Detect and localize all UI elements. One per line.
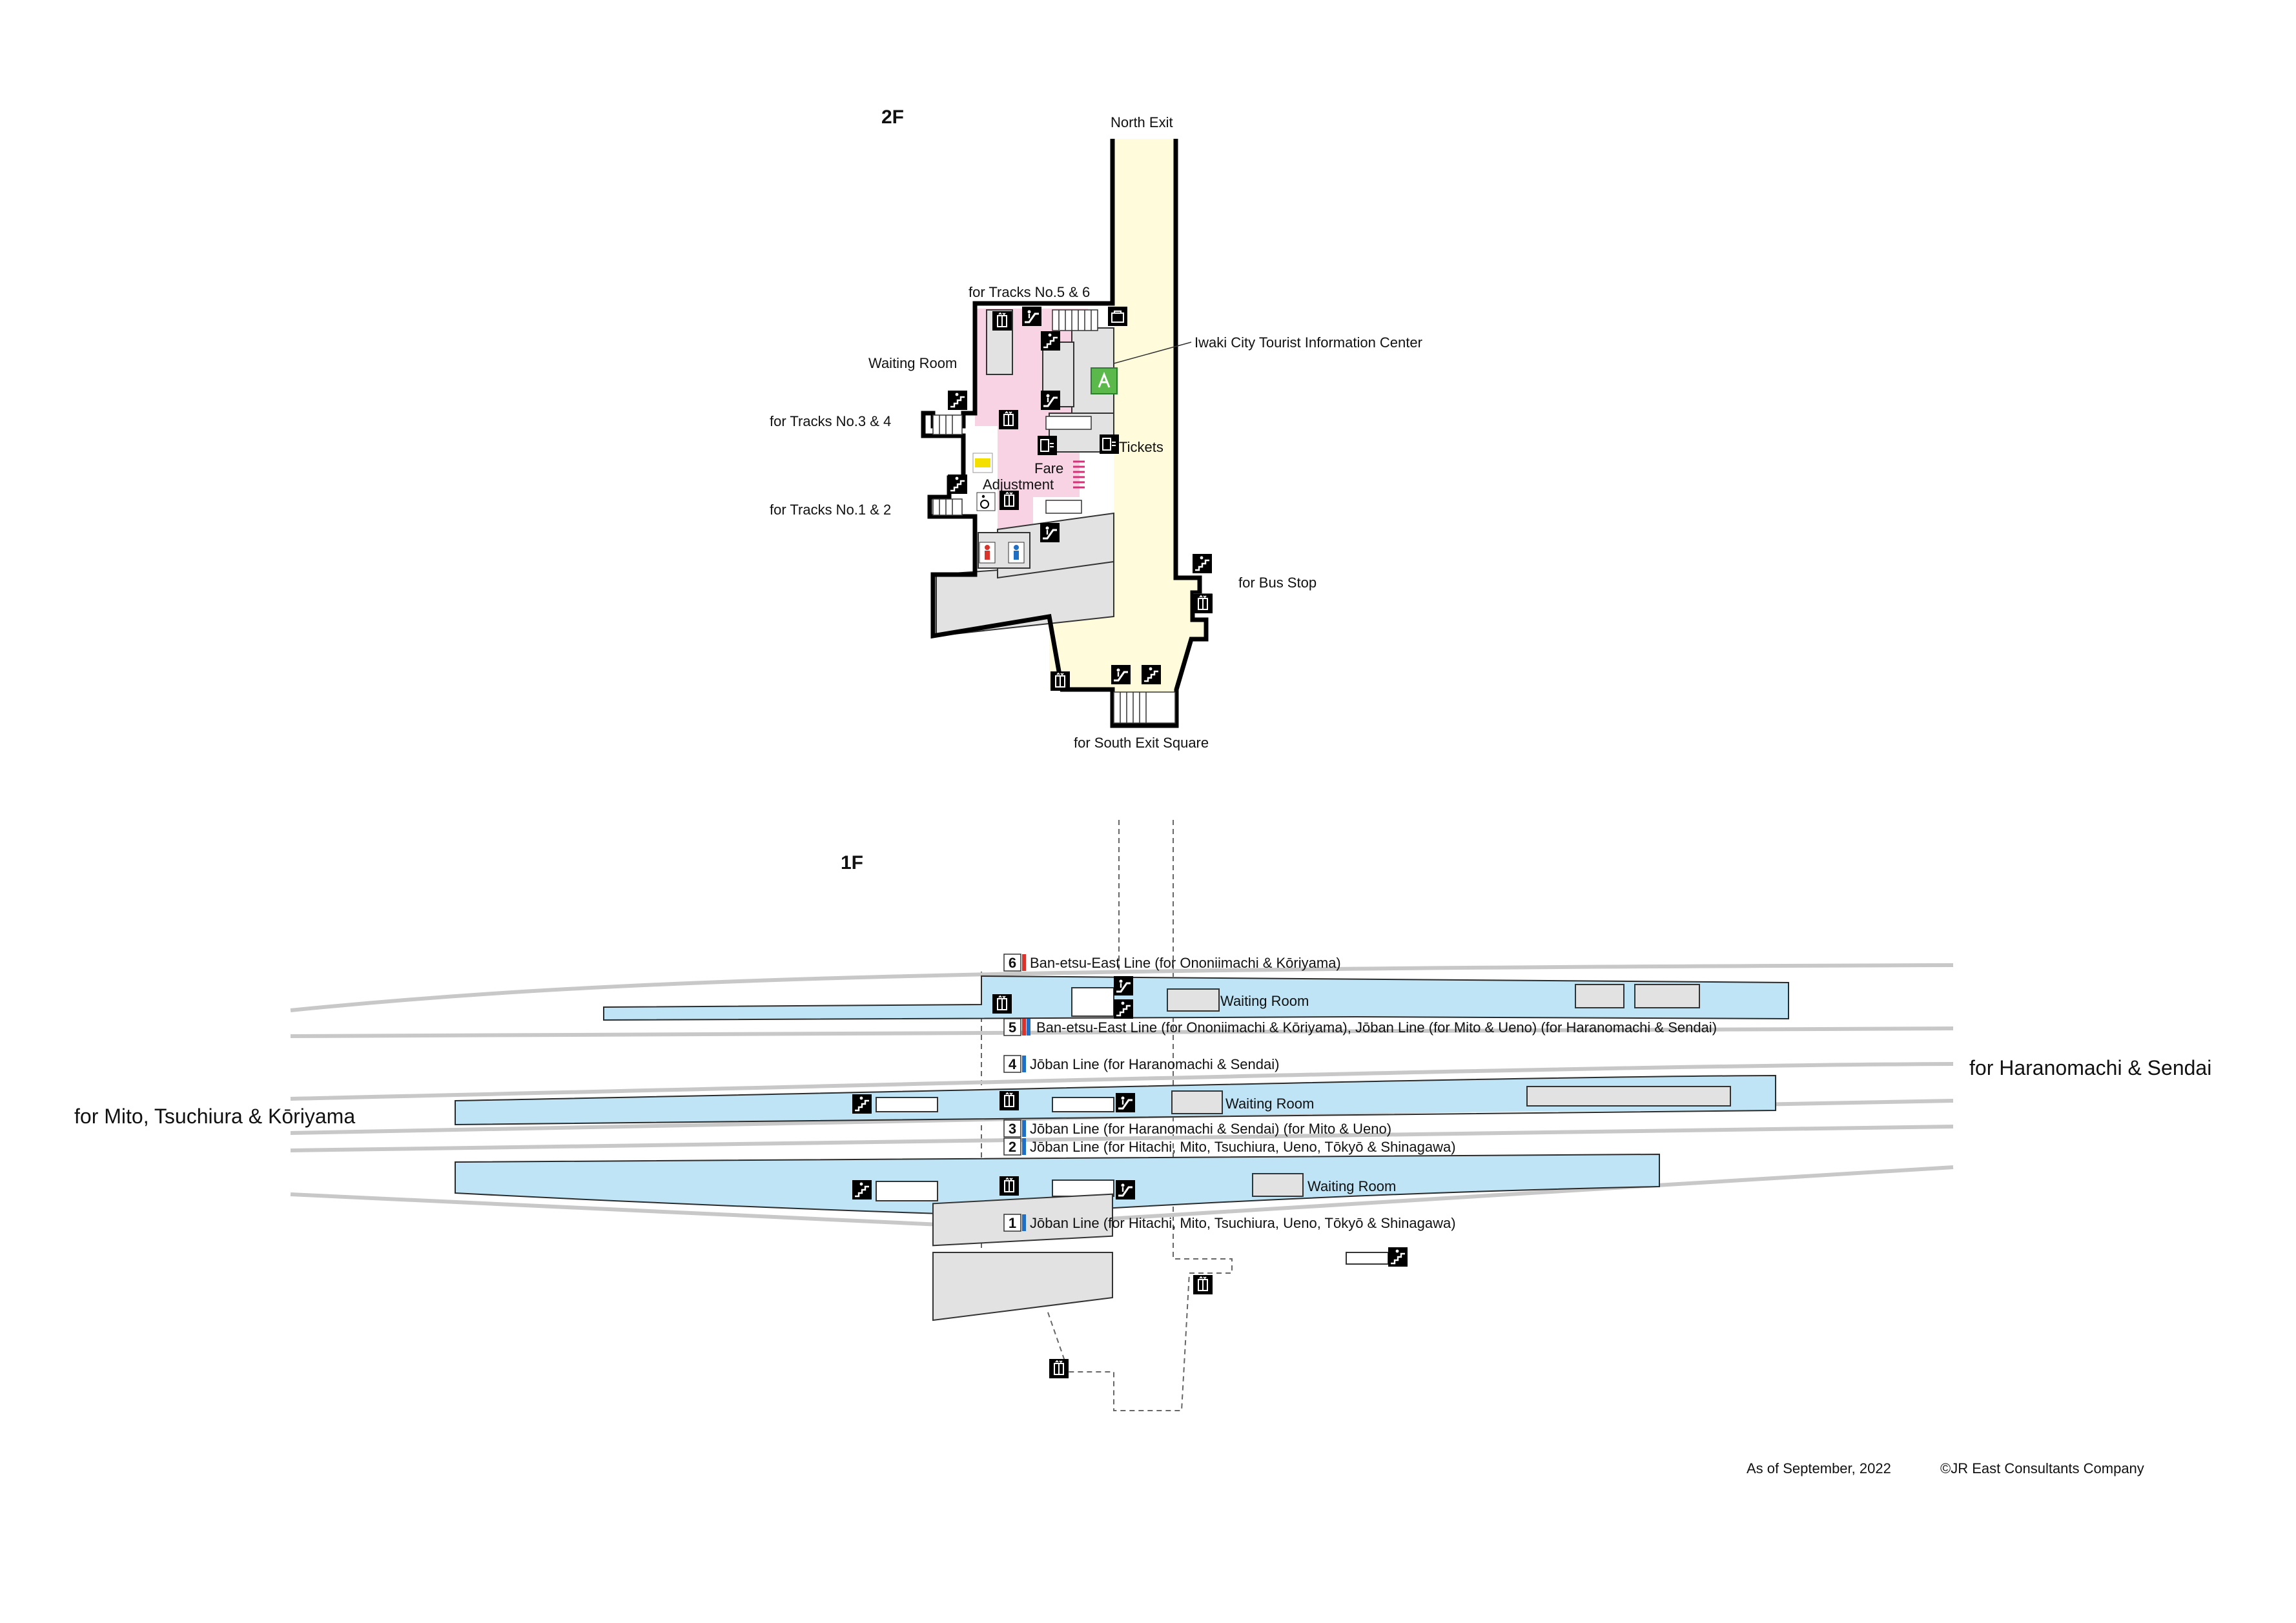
tickets-label: Tickets (1119, 439, 1163, 455)
fare-label-2: Adjustment (983, 476, 1054, 493)
footer-date: As of September, 2022 (1747, 1460, 1891, 1476)
concourse (1049, 139, 1206, 726)
platform-3-4 (455, 1074, 1776, 1126)
track-number: 6 (1009, 955, 1016, 971)
ticket-machine-icon (1100, 434, 1119, 454)
tracks-3-4-label: for Tracks No.3 & 4 (770, 413, 891, 429)
south-building-1f (932, 1252, 1113, 1322)
stairs-icon (1114, 999, 1133, 1019)
escalator-icon (1111, 665, 1131, 684)
track-number-badge (1003, 1119, 1021, 1138)
bus-stop-label: for Bus Stop (1238, 575, 1317, 591)
waiting-room-1f-a: Waiting Room (1220, 993, 1309, 1009)
stairs-icon (1193, 554, 1212, 573)
elevator-icon (1193, 1275, 1213, 1294)
track-description: Ban-etsu-East Line (for Ononiimachi & Kō… (1030, 955, 1341, 971)
elevator-icon (992, 994, 1012, 1014)
line-color-bar (1022, 1120, 1026, 1137)
stairs-icon (948, 475, 967, 494)
waiting-room-1f-b: Waiting Room (1225, 1096, 1314, 1112)
elevator-icon (999, 1091, 1019, 1110)
elevator-icon (999, 1176, 1019, 1196)
track-number-badge (1003, 1018, 1021, 1036)
track-number: 4 (1009, 1056, 1017, 1072)
tracks-5-6-label: for Tracks No.5 & 6 (969, 284, 1090, 300)
line-color-bar (1022, 1138, 1026, 1155)
fare-gates (1073, 460, 1085, 489)
track-number-badge (1003, 1138, 1021, 1156)
elevator-icon (992, 311, 1012, 331)
escalator-icon (1041, 391, 1060, 410)
escalator-icon (1040, 523, 1060, 542)
escalator-icon (1116, 1180, 1135, 1199)
floor-2f-title: 2F (881, 107, 904, 128)
wheelchair-icon (976, 492, 996, 511)
tourist-info-label: Iwaki City Tourist Information Center (1194, 334, 1422, 351)
line-color-bar (1022, 1214, 1026, 1231)
stairs-icon (1142, 665, 1161, 684)
direction-east: for Haranomachi & Sendai (1969, 1056, 2211, 1079)
ticket-machine-icon (1038, 436, 1057, 455)
track-description: Ban-etsu-East Line (for Ononiimachi & Kō… (1036, 1019, 1717, 1036)
track-number: 3 (1009, 1121, 1016, 1137)
stairs-icon (1388, 1247, 1408, 1267)
track-number: 5 (1009, 1019, 1016, 1036)
stairs-icon (852, 1094, 872, 1114)
tracks-1-2-label: for Tracks No.1 & 2 (770, 502, 891, 518)
north-exit-label: North Exit (1111, 114, 1173, 130)
elevator-icon (1051, 671, 1070, 691)
stairs-icon (1041, 331, 1060, 351)
waiting-room-1f-c: Waiting Room (1307, 1178, 1396, 1194)
track-number-badge (1003, 954, 1021, 972)
track-number-badge (1003, 1055, 1021, 1073)
escalator-icon (1022, 307, 1041, 326)
line-color-bar (1022, 1056, 1026, 1072)
track-number: 2 (1009, 1139, 1016, 1155)
floor-1f-title: 1F (841, 852, 863, 873)
escalator-icon (1114, 976, 1133, 995)
stairs-icon (948, 391, 967, 410)
coin-locker-icon (1108, 307, 1127, 326)
direction-west: for Mito, Tsuchiura & Kōriyama (74, 1105, 355, 1128)
line-color-bar (1022, 1019, 1026, 1036)
track-number: 1 (1009, 1215, 1016, 1231)
track-description: Jōban Line (for Haranomachi & Sendai) (1030, 1056, 1279, 1072)
elevator-icon (999, 491, 1019, 510)
platform-features (876, 984, 1731, 1265)
track-description: Jōban Line (for Hitachi, Mito, Tsuchiura… (1030, 1139, 1456, 1155)
track-number-badge (1003, 1214, 1021, 1232)
elevator-icon (999, 410, 1018, 429)
south-exit-label: for South Exit Square (1074, 735, 1209, 751)
waiting-room-2f-label: Waiting Room (868, 355, 957, 371)
footer-copyright: ©JR East Consultants Company (1940, 1460, 2144, 1476)
fare-label-1: Fare (1034, 460, 1063, 476)
track-description: Jōban Line (for Haranomachi & Sendai) (f… (1030, 1121, 1391, 1137)
elevator-icon (1193, 594, 1213, 613)
stairs-icon (852, 1180, 872, 1199)
track-description: Jōban Line (for Hitachi, Mito, Tsuchiura… (1030, 1215, 1456, 1231)
line-color-bar (1022, 954, 1026, 971)
elevator-icon (1049, 1359, 1069, 1378)
line-color-bar (1027, 1019, 1030, 1036)
escalator-icon (1116, 1093, 1135, 1112)
